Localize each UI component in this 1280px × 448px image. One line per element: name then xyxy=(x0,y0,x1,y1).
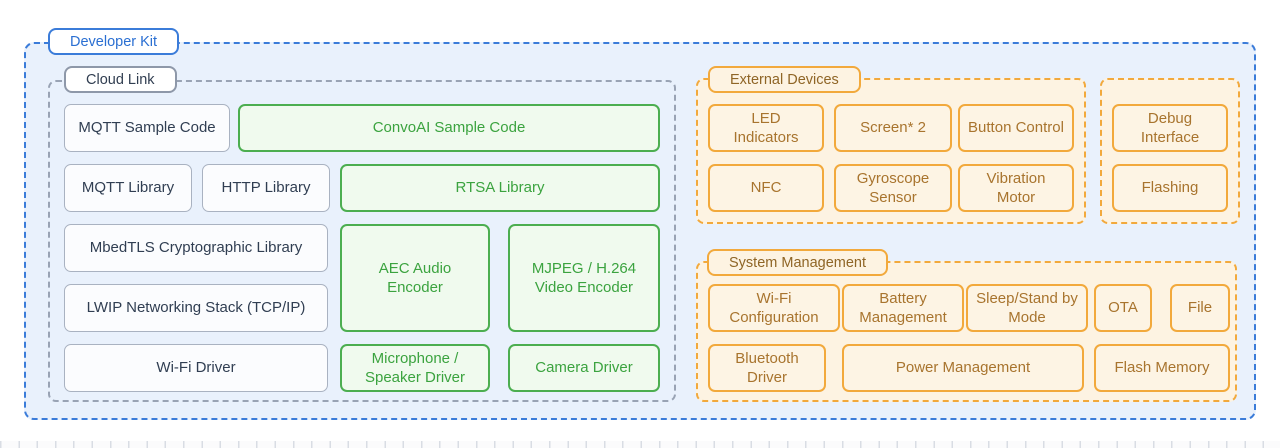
cloud-link-container xyxy=(48,80,676,402)
box-bluetooth-driver: Bluetooth Driver xyxy=(708,344,826,392)
box-battery-management: Battery Management xyxy=(842,284,964,332)
box-ota: OTA xyxy=(1094,284,1152,332)
external-devices-label: External Devices xyxy=(708,66,861,93)
cloud-link-label: Cloud Link xyxy=(64,66,177,93)
box-debug-interface: Debug Interface xyxy=(1112,104,1228,152)
box-wifi-configuration: Wi-Fi Configuration xyxy=(708,284,840,332)
box-wifi-driver: Wi-Fi Driver xyxy=(64,344,328,392)
box-led-indicators: LED Indicators xyxy=(708,104,824,152)
box-aec-audio-encoder: AEC Audio Encoder xyxy=(340,224,490,332)
box-mbedtls-cryptographic-library: MbedTLS Cryptographic Library xyxy=(64,224,328,272)
box-mqtt-sample-code: MQTT Sample Code xyxy=(64,104,230,152)
box-microphone-speaker-driver: Microphone / Speaker Driver xyxy=(340,344,490,392)
bottom-tick-strip xyxy=(0,441,1280,448)
box-gyroscope-sensor: Gyroscope Sensor xyxy=(834,164,952,212)
box-flash-memory: Flash Memory xyxy=(1094,344,1230,392)
box-vibration-motor: Vibration Motor xyxy=(958,164,1074,212)
box-file: File xyxy=(1170,284,1230,332)
box-convoai-sample-code: ConvoAI Sample Code xyxy=(238,104,660,152)
box-lwip-networking-stack: LWIP Networking Stack (TCP/IP) xyxy=(64,284,328,332)
box-screen-x2: Screen* 2 xyxy=(834,104,952,152)
box-camera-driver: Camera Driver xyxy=(508,344,660,392)
box-flashing: Flashing xyxy=(1112,164,1228,212)
box-rtsa-library: RTSA Library xyxy=(340,164,660,212)
box-sleep-standby-mode: Sleep/Stand by Mode xyxy=(966,284,1088,332)
developer-kit-label: Developer Kit xyxy=(48,28,180,55)
box-nfc: NFC xyxy=(708,164,824,212)
box-button-control: Button Control xyxy=(958,104,1074,152)
box-mjpeg-h264-video-encoder: MJPEG / H.264 Video Encoder xyxy=(508,224,660,332)
box-power-management: Power Management xyxy=(842,344,1084,392)
box-http-library: HTTP Library xyxy=(202,164,330,212)
box-mqtt-library: MQTT Library xyxy=(64,164,192,212)
system-management-label: System Management xyxy=(707,249,889,276)
